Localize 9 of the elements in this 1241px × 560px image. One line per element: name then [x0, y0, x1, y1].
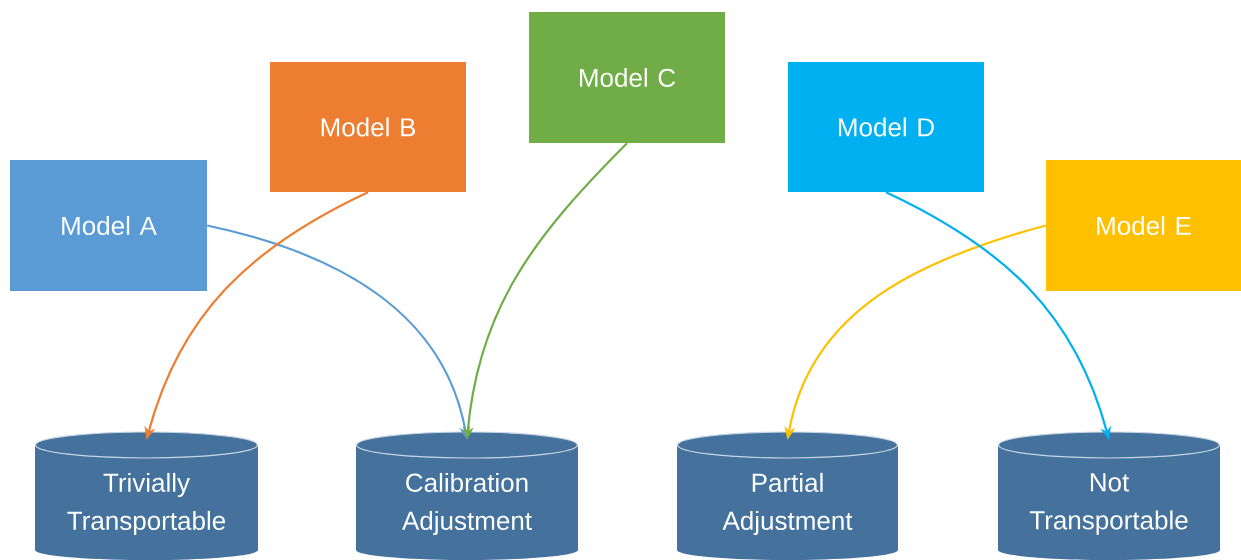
database-cylinder: Partial Adjustment	[677, 431, 898, 560]
database-cylinder: Calibration Adjustment	[356, 431, 578, 560]
model-box: Model A	[10, 160, 207, 291]
model-box: Model E	[1046, 160, 1241, 291]
database-cylinder: Not Transportable	[998, 431, 1220, 560]
model-box: Model D	[788, 62, 984, 192]
database-cylinder: Trivially Transportable	[35, 431, 258, 560]
model-box: Model C	[529, 12, 725, 143]
model-box: Model B	[270, 62, 466, 192]
